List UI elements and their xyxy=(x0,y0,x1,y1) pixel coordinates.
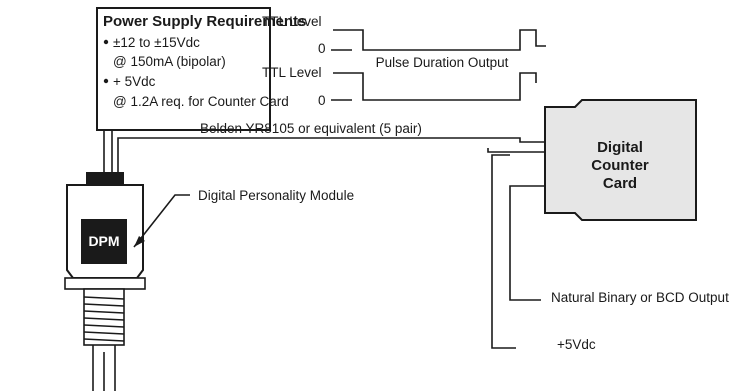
ttl-level-label-2: TTL Level xyxy=(262,65,322,80)
power-supply-line-2: @ 150mA (bipolar) xyxy=(113,54,226,69)
counter-card-line-2: Counter xyxy=(591,157,649,174)
cable-branch xyxy=(487,148,545,153)
waveform-top xyxy=(333,29,546,51)
dpm-module xyxy=(81,219,127,264)
power-supply-line-3: + 5Vdc xyxy=(113,74,156,89)
dpm-callout-label: Digital Personality Module xyxy=(198,188,354,203)
waveform-bottom xyxy=(333,72,537,101)
bullet-icon xyxy=(103,78,109,84)
power-supply-title: Power Supply Requirements xyxy=(103,13,306,30)
ttl-level-label-1: TTL Level xyxy=(262,14,322,29)
dpm-callout: Digital Personality Module xyxy=(133,188,354,248)
pulse-duration-label: Pulse Duration Output xyxy=(376,55,509,70)
counter-card-line-1: Digital xyxy=(597,139,643,156)
counter-card: Digital Counter Card xyxy=(544,99,697,221)
sensor-flange xyxy=(64,277,146,290)
power-supply-line-1: ±12 to ±15Vdc xyxy=(113,35,200,50)
dpm-text: DPM xyxy=(88,233,119,249)
power-supply-line-4: @ 1.2A req. for Counter Card xyxy=(113,94,289,109)
zero-label-1: 0 xyxy=(318,41,326,56)
sensor-connector-cap xyxy=(86,172,124,185)
cable-run xyxy=(117,137,545,172)
binary-bcd-wire xyxy=(509,185,545,301)
binary-bcd-label: Natural Binary or BCD Output xyxy=(551,290,729,305)
cable-label: Belden YR8105 or equivalent (5 pair) xyxy=(200,121,422,136)
counter-card-line-3: Card xyxy=(603,175,637,192)
power-supply-box: Power Supply Requirements ±12 to ±15Vdc … xyxy=(96,7,306,131)
plus5v-label: +5Vdc xyxy=(557,337,596,352)
arrow-head-icon xyxy=(134,236,145,247)
dpm-sensor: DPM xyxy=(64,172,146,391)
bullet-icon xyxy=(103,39,109,45)
thread-lines xyxy=(83,296,125,342)
dpm-callout-line xyxy=(133,194,190,248)
zero-label-2: 0 xyxy=(318,93,326,108)
output-wires: Natural Binary or BCD Output +5Vdc xyxy=(491,154,729,352)
plus5v-wire xyxy=(491,154,516,349)
cable: Belden YR8105 or equivalent (5 pair) xyxy=(103,121,545,172)
pulse-waveforms: TTL Level 0 TTL Level 0 Pulse Duration O… xyxy=(262,14,546,108)
